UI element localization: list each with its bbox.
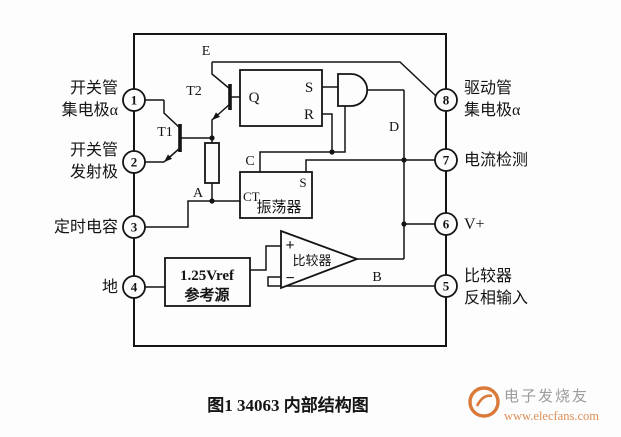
pin-8-circle: [434, 88, 458, 112]
transistor-t1-label: T1: [157, 125, 173, 140]
pin-7-circle: [434, 148, 458, 172]
pin-6-circle: [434, 212, 458, 236]
node-b-label: B: [372, 270, 381, 285]
watermark: 电子发烧友 www.elecfans.com: [468, 386, 599, 423]
and-gate: [337, 73, 369, 107]
comparator-name: 比较器: [292, 253, 331, 268]
pin-5-label-line1: 比较器: [464, 267, 512, 285]
pin-3-number: 3: [131, 220, 138, 235]
wire-c-path: [259, 106, 346, 172]
pin-1-circle: [122, 88, 146, 112]
pin-2-number: 2: [131, 155, 138, 170]
junction-dot: [209, 135, 215, 141]
wire-pin7: [305, 159, 435, 172]
pin-4-circle: [122, 275, 146, 299]
pin-1-label-line1: 开关管: [70, 79, 118, 97]
node-e-label: E: [202, 44, 211, 59]
t1-emitter-arrow: [164, 154, 172, 162]
flipflop-r-label: R: [304, 107, 314, 123]
pin-1-label-line2: 集电极α: [62, 101, 119, 119]
pin-5-circle: [434, 274, 458, 298]
pin-8-number: 8: [443, 93, 450, 108]
pin-7: 7 电流检测: [434, 148, 528, 172]
oscillator-name: 振荡器: [256, 199, 301, 216]
watermark-logo-swirl-icon: [475, 394, 493, 407]
node-d-label: D: [389, 120, 399, 135]
pin-5: 5 比较器 反相输入: [434, 267, 528, 307]
wire-top-rail: [212, 61, 437, 97]
oscillator-s-label: S: [299, 175, 306, 190]
wire-t2-collector: [211, 62, 231, 90]
watermark-url: www.elecfans.com: [504, 409, 599, 423]
pin-8-label-line1: 驱动管: [464, 79, 512, 97]
pin-5-number: 5: [443, 279, 450, 294]
wire-pin5-to-minus: [267, 276, 435, 287]
pin-1: 1 开关管 集电极α: [62, 79, 146, 119]
pin-4: 4 地: [102, 275, 146, 299]
resistor: [204, 142, 220, 184]
pin-8: 8 驱动管 集电极α: [434, 79, 521, 119]
oscillator-box: [239, 171, 313, 219]
pin-3-label-line1: 定时电容: [54, 218, 118, 236]
transistor-t2-label: T2: [186, 84, 202, 99]
pin-2: 2 开关管 发射极: [70, 141, 146, 181]
wire-r-link: [322, 113, 333, 152]
vref-value: 1.25Vref: [180, 268, 235, 284]
junction-dot: [329, 149, 335, 155]
vref-box: [164, 257, 251, 307]
pin-2-circle: [122, 150, 146, 174]
pin-4-label-line1: 地: [102, 278, 118, 296]
oscillator-ct-label: CT: [243, 189, 260, 204]
pin-7-label-line1: 电流检测: [464, 151, 528, 169]
flipflop-q-label: Q: [249, 90, 260, 106]
pin-7-number: 7: [443, 153, 450, 168]
flipflop-box: [239, 69, 323, 127]
junction-dot: [401, 157, 407, 163]
node-c-label: C: [245, 154, 254, 169]
figure-caption: 图1 34063 内部结构图: [207, 395, 369, 415]
pin-6-number: 6: [443, 217, 450, 232]
node-a-label: A: [193, 186, 204, 201]
junction-dot: [209, 198, 215, 204]
wire-pin3-to-ct: [145, 200, 240, 228]
pin-6-label-line1: V+: [464, 216, 485, 233]
junction-dot: [401, 221, 407, 227]
wire-t1-collector: [163, 100, 181, 129]
watermark-logo-icon: [468, 386, 500, 418]
t2-emitter-arrow: [212, 112, 220, 120]
pin-5-label-line2: 反相输入: [464, 289, 528, 307]
chip-outline: [133, 33, 447, 347]
pin-2-label-line2: 发射极: [70, 163, 118, 181]
pin-6: 6 V+: [434, 212, 485, 236]
pin-4-number: 4: [131, 280, 138, 295]
pin-8-label-line2: 集电极α: [464, 101, 521, 119]
watermark-brand: 电子发烧友: [504, 388, 589, 405]
flipflop-s-label: S: [305, 80, 313, 96]
comparator-plus: +: [285, 237, 294, 254]
wire-t2-emitter: [211, 103, 231, 143]
wire-vref-to-plus: [250, 245, 281, 271]
pin-1-number: 1: [131, 93, 138, 108]
pin-2-label-line1: 开关管: [70, 141, 118, 159]
vref-name: 参考源: [184, 286, 229, 304]
pin-3: 3 定时电容: [54, 215, 146, 239]
comparator-minus: −: [285, 270, 294, 287]
comparator-triangle: [280, 229, 360, 290]
pin-3-circle: [122, 215, 146, 239]
